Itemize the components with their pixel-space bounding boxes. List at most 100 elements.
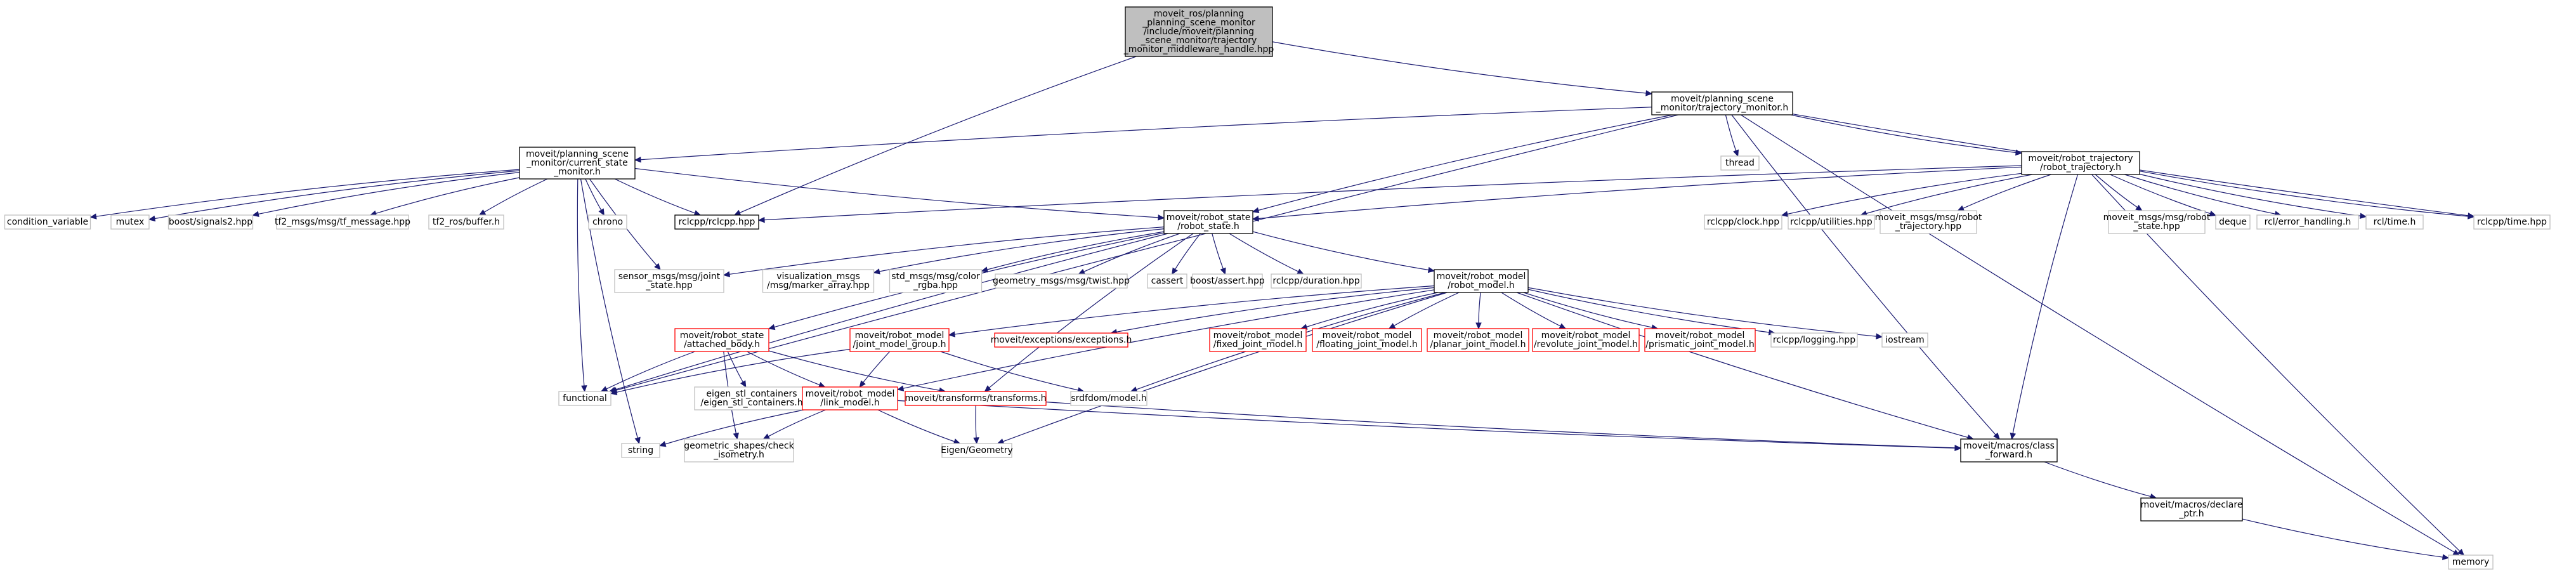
node-label-line: _state.hpp bbox=[645, 280, 693, 291]
node-box bbox=[1720, 155, 1760, 171]
edge-trajectory_monitor-to-robot_state bbox=[1258, 114, 1673, 211]
node-label-line: moveit/robot_model bbox=[1213, 331, 1303, 341]
edge-link_model-to-class_forward bbox=[897, 400, 1956, 449]
node-joint-model-group[interactable]: moveit/robot_model/joint_model_group.h bbox=[849, 328, 950, 352]
node-label-line: chrono bbox=[592, 217, 623, 227]
node-label-line: deque bbox=[2219, 217, 2247, 227]
node-fixed-joint[interactable]: moveit/robot_model/fixed_joint_model.h bbox=[1209, 328, 1307, 352]
node-box bbox=[519, 147, 636, 180]
node-box bbox=[674, 328, 769, 352]
node-label-line: _ptr.h bbox=[2178, 509, 2204, 519]
node-signals2: boost/signals2.hpp bbox=[167, 214, 254, 230]
node-robot-trajectory[interactable]: moveit/robot_trajectory/robot_trajectory… bbox=[2021, 151, 2140, 175]
node-link-model[interactable]: moveit/robot_model/link_model.h bbox=[802, 386, 898, 410]
edge-trajectory_monitor-to-class_forward bbox=[1731, 114, 1996, 435]
node-label-line: rclcpp/logging.hpp bbox=[1773, 335, 1855, 345]
node-current-state-monitor[interactable]: moveit/planning_scene_monitor/current_st… bbox=[519, 147, 636, 180]
arrowhead-robot_trajectory-to-rclcpp bbox=[757, 216, 765, 223]
arrowhead-current_state_monitor-to-functional bbox=[581, 385, 587, 393]
arrowhead-current_state_monitor-to-string bbox=[634, 436, 641, 445]
node-box bbox=[2448, 555, 2494, 570]
node-label-line: tf2_ros/buffer.h bbox=[433, 217, 500, 227]
node-box bbox=[2140, 497, 2243, 522]
arrowhead-robot_trajectory-to-rcl_time bbox=[2359, 213, 2367, 219]
node-box bbox=[4, 214, 91, 230]
edge-robot_trajectory-to-msg_robot_state bbox=[2095, 174, 2138, 208]
node-box bbox=[1788, 214, 1875, 230]
node-floating-joint[interactable]: moveit/robot_model/floating_joint_model.… bbox=[1312, 328, 1422, 352]
node-label-line: moveit/macros/declare bbox=[2141, 500, 2243, 510]
node-label-line: srdfdom/model.h bbox=[1071, 393, 1146, 404]
node-revolute-joint[interactable]: moveit/robot_model/revolute_joint_model.… bbox=[1532, 328, 1640, 352]
node-box bbox=[2256, 214, 2359, 230]
node-box bbox=[941, 443, 1012, 458]
node-box bbox=[674, 214, 759, 230]
arrowhead-robot_trajectory-to-deque bbox=[2209, 211, 2217, 217]
node-deque: deque bbox=[2215, 214, 2251, 230]
edge-robot_trajectory-to-error_handling bbox=[2124, 174, 2275, 214]
node-box bbox=[167, 214, 254, 230]
node-box bbox=[1880, 210, 1977, 234]
dependency-edges bbox=[89, 41, 2475, 560]
node-robot-state[interactable]: moveit/robot_state/robot_state.h bbox=[1163, 210, 1253, 234]
edge-root-to-trajectory_monitor bbox=[1272, 41, 1647, 94]
arrowhead-link_model-to-string bbox=[658, 441, 667, 447]
node-trajectory-monitor[interactable]: moveit/planning_scene_monitor/trajectory… bbox=[1651, 91, 1793, 115]
node-msg-robot-trajectory: moveit_msgs/msg/robot_trajectory.hpp bbox=[1875, 210, 1982, 234]
node-twist: geometry_msgs/msg/twist.hpp bbox=[993, 273, 1130, 289]
arrowhead-joint_model_group-to-link_model bbox=[859, 380, 866, 388]
edge-robot_model-to-class_forward bbox=[1516, 292, 1968, 438]
node-iostream: iostream bbox=[1881, 332, 1928, 348]
node-label-line: std_msgs/msg/color bbox=[891, 272, 980, 282]
edge-robot_model-to-revolute_joint bbox=[1501, 292, 1561, 327]
arrowhead-transforms-to-class_forward bbox=[1954, 445, 1962, 451]
node-label-line: moveit/planning_scene bbox=[526, 149, 629, 159]
arrowhead-robot_trajectory-to-msg_robot_trajectory bbox=[1957, 205, 1965, 211]
node-time-hpp: rclcpp/time.hpp bbox=[2473, 214, 2551, 230]
arrowhead-attached_body-to-eigen_stl bbox=[740, 380, 747, 388]
node-label-line: _planning_scene_monitor bbox=[1142, 18, 1255, 28]
arrowhead-robot_trajectory-to-memory bbox=[2457, 549, 2465, 556]
node-label-line: _monitor.h bbox=[553, 167, 601, 177]
node-label-line: /floating_joint_model.h bbox=[1316, 339, 1417, 350]
node-prismatic-joint[interactable]: moveit/robot_model/prismatic_joint_model… bbox=[1644, 328, 1756, 352]
node-label-line: moveit/robot_model bbox=[1541, 331, 1631, 341]
node-box bbox=[1644, 328, 1756, 352]
arrowhead-link_model-to-check_isometry bbox=[762, 433, 771, 440]
node-attached-body[interactable]: moveit/robot_state/attached_body.h bbox=[674, 328, 769, 352]
node-label-line: geometry_msgs/msg/twist.hpp bbox=[993, 276, 1130, 286]
edge-robot_trajectory-to-rcl_time bbox=[2139, 173, 2361, 216]
node-box bbox=[802, 386, 898, 410]
node-label-line: condition_variable bbox=[7, 217, 88, 227]
node-label-line: moveit/transforms/transforms.h bbox=[905, 393, 1046, 404]
node-boost-assert: boost/assert.hpp bbox=[1190, 273, 1265, 289]
node-transforms[interactable]: moveit/transforms/transforms.h bbox=[905, 391, 1047, 406]
node-planar-joint[interactable]: moveit/robot_model/planar_joint_model.h bbox=[1427, 328, 1529, 352]
node-label-line: /planar_joint_model.h bbox=[1430, 339, 1526, 350]
node-exceptions[interactable]: moveit/exceptions/exceptions.h bbox=[991, 332, 1132, 348]
node-robot-model[interactable]: moveit/robot_model/robot_model.h bbox=[1434, 269, 1529, 293]
arrowhead-current_state_monitor-to-robot_state bbox=[1158, 214, 1165, 221]
edge-robot_trajectory-to-time_hpp bbox=[2139, 171, 2469, 217]
node-joint-state: sensor_msgs/msg/joint_state.hpp bbox=[614, 269, 724, 293]
node-box bbox=[905, 391, 1047, 406]
node-mutex: mutex bbox=[110, 214, 150, 230]
node-class-forward[interactable]: moveit/macros/class_forward.h bbox=[1960, 438, 2058, 463]
arrowhead-robot_model-to-floating_joint bbox=[1388, 323, 1396, 329]
node-label-line: string bbox=[628, 445, 653, 456]
edge-current_state_monitor-to-string bbox=[580, 178, 638, 438]
node-label-line: moveit_msgs/msg/robot bbox=[1875, 213, 1982, 223]
node-box bbox=[2021, 151, 2140, 175]
edge-robot_model-to-logging bbox=[1527, 289, 1770, 333]
edge-link_model-to-eigen_geometry bbox=[877, 409, 955, 442]
node-tf-message: tf2_msgs/msg/tf_message.hpp bbox=[275, 214, 410, 230]
node-box bbox=[1271, 273, 1362, 289]
node-rclcpp[interactable]: rclcpp/rclcpp.hpp bbox=[674, 214, 759, 230]
node-declare-ptr[interactable]: moveit/macros/declare_ptr.h bbox=[2140, 497, 2243, 522]
node-utilities: rclcpp/utilities.hpp bbox=[1788, 214, 1875, 230]
node-condition-variable: condition_variable bbox=[4, 214, 91, 230]
edge-robot_state-to-transforms bbox=[989, 233, 1194, 388]
node-box bbox=[2215, 214, 2251, 230]
edge-joint_model_group-to-link_model bbox=[863, 351, 891, 383]
